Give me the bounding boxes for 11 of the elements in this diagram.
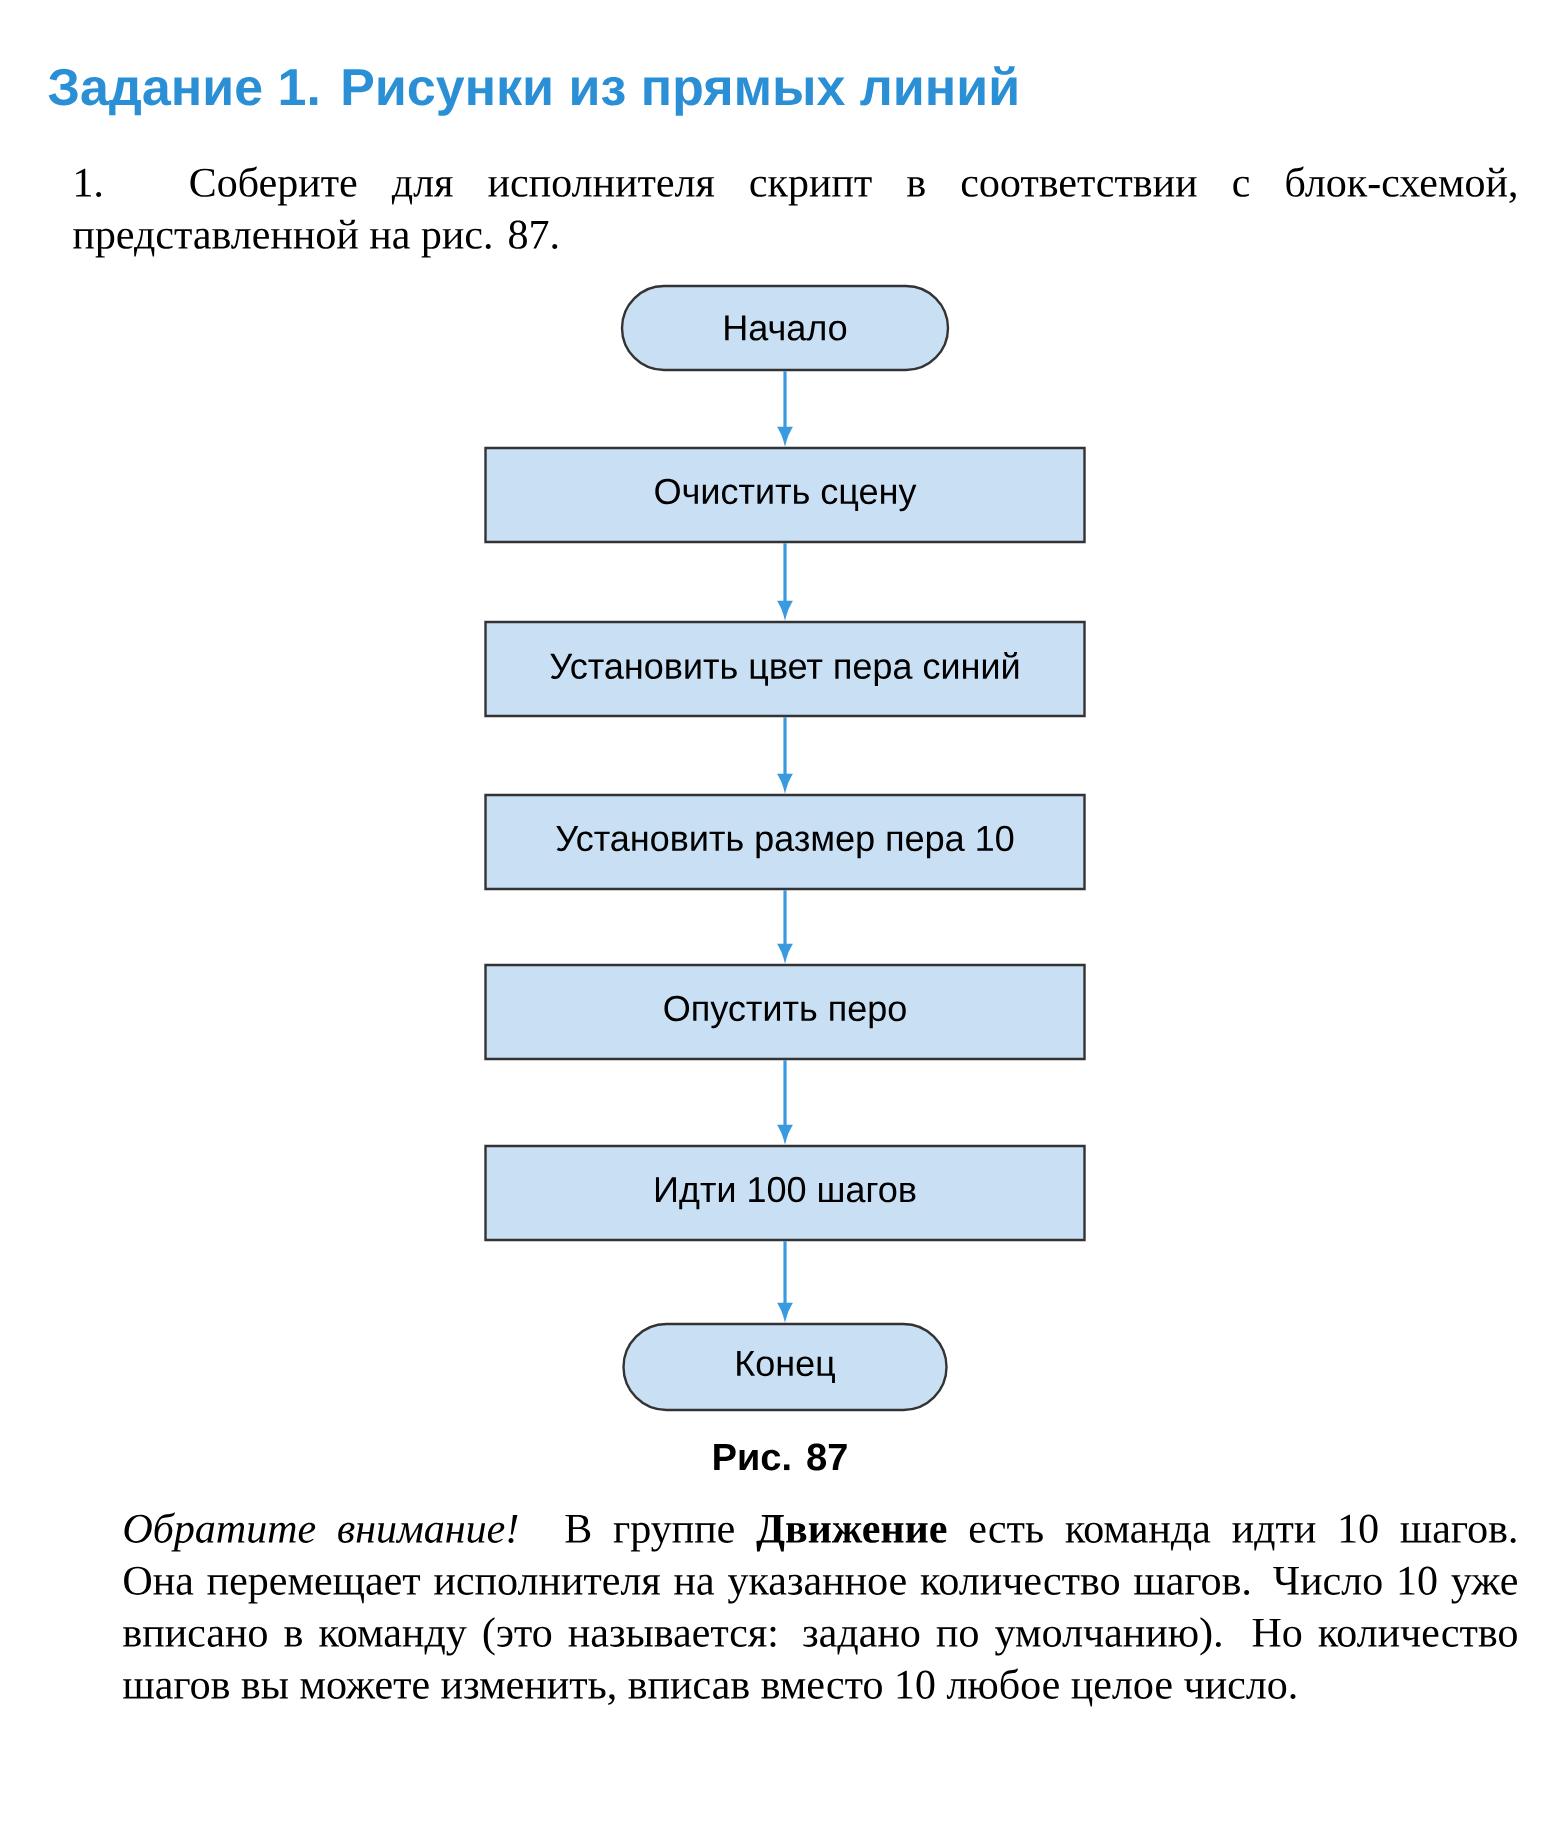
process-box: Установить размер пера 10 <box>484 793 1086 891</box>
terminal-box: Конец <box>622 1322 948 1412</box>
process-box: Опустить перо <box>484 963 1086 1061</box>
process-box: Очистить сцену <box>484 446 1086 544</box>
figure-caption: Рис. 87 <box>714 1443 847 1471</box>
process-box: Установить цвет пера синий <box>484 620 1086 718</box>
title: Задание 1. Рисунки из прямых линий <box>48 66 1017 116</box>
note-paragraph: Обратите внимание! В группе Движение есть команда идти 10 шагов. Она перемещает исполнителя на указанное количество шагов. Число 10 уже вписано в команду (это называется: задано по умолчанию). Но количество шагов вы можете изменить, вписав вместо 10 любое целое число. <box>123 1512 1517 1707</box>
task-text: 1. Соберите для исполнителя скрипт в соответствии с блок-схемой, представленной на рис. 87. <box>73 166 1516 258</box>
terminal-box: Начало <box>620 284 950 372</box>
process-box: Идти 100 шагов <box>484 1144 1086 1242</box>
